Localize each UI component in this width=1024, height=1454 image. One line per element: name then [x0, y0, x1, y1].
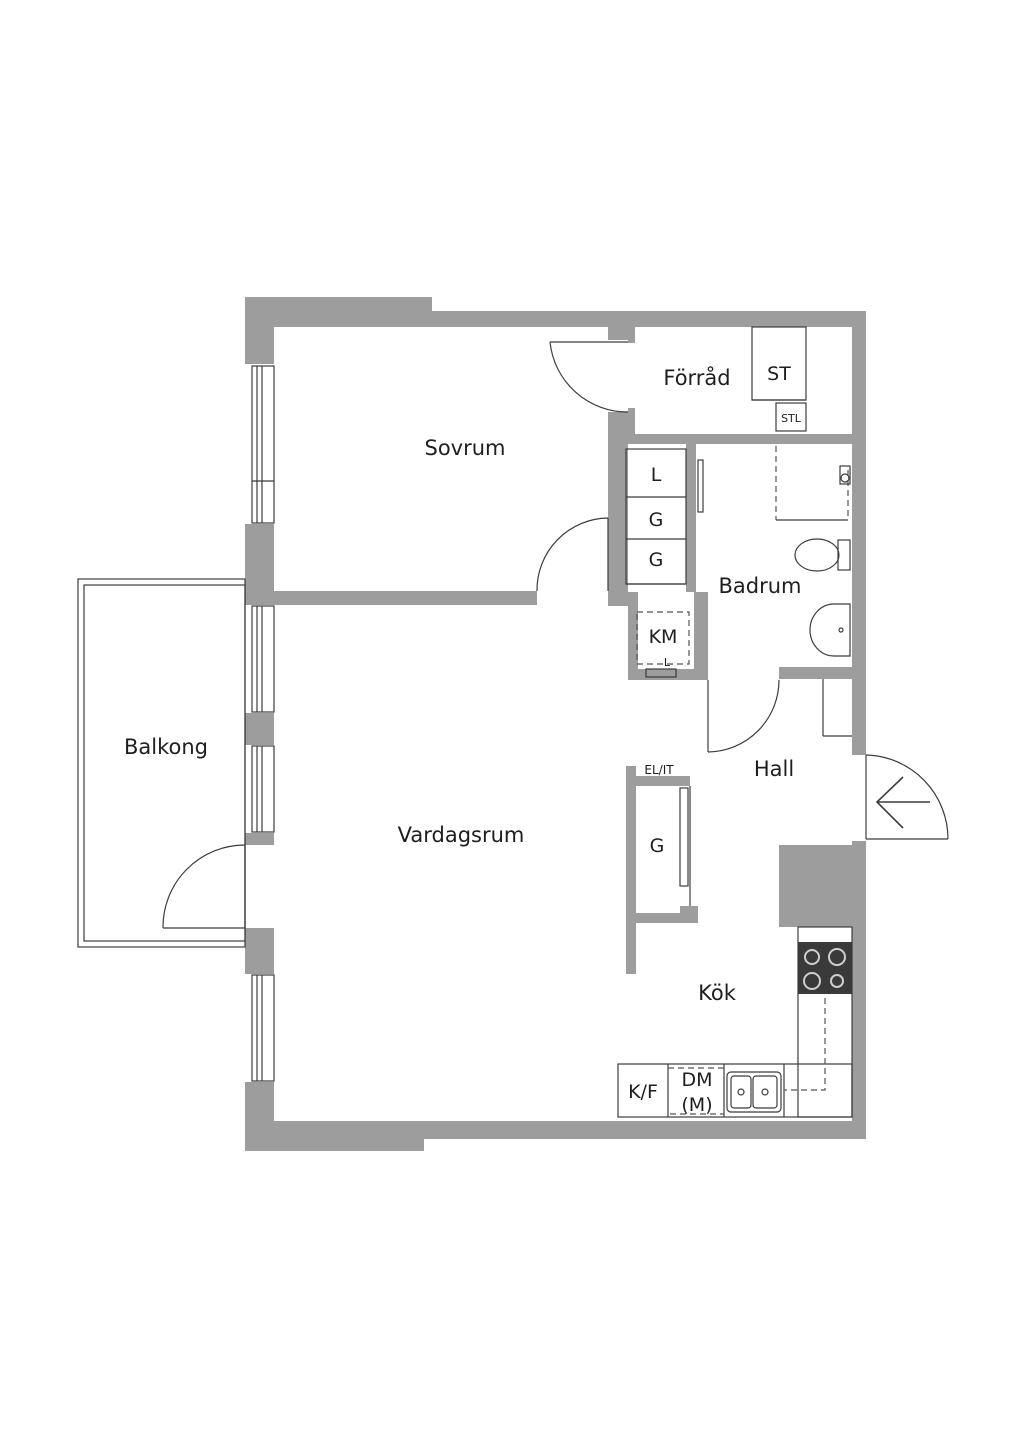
door-balcony	[162, 844, 246, 929]
shower-screen	[697, 459, 704, 513]
toilet-icon	[794, 538, 851, 572]
fridge-outline	[667, 1067, 725, 1115]
storage-fixtures	[751, 326, 807, 432]
kitchen	[617, 926, 853, 1118]
hall-closet	[822, 679, 852, 737]
central-wardrobe	[679, 786, 698, 916]
room-label-vardagsrum: Vardagsrum	[398, 823, 525, 847]
fixture-label-km: KM	[649, 626, 678, 648]
room-label-sovrum: Sovrum	[424, 436, 505, 460]
room-label-kok: Kök	[698, 981, 737, 1005]
room-label-hall: Hall	[754, 757, 794, 781]
window-living-2	[251, 745, 275, 833]
window-opening-living-3	[245, 974, 274, 1082]
room-label-forrad: Förråd	[663, 365, 730, 390]
wall-central-block	[626, 766, 636, 974]
fixture-label-st: ST	[767, 363, 791, 385]
room-label-badrum: Badrum	[718, 574, 801, 598]
door-entrance	[865, 754, 949, 840]
entrance-arrow-icon	[875, 776, 930, 829]
stove-icon	[798, 942, 852, 994]
door-storage	[549, 341, 629, 413]
window-opening-living-2	[245, 745, 274, 833]
shower-area	[775, 446, 851, 521]
fixture-label-stl: STL	[781, 412, 802, 425]
door-bathroom	[707, 679, 780, 753]
window-opening-bedroom	[245, 364, 274, 524]
wall-bedroom-living	[274, 591, 537, 605]
wardrobes	[625, 448, 687, 585]
entrance-opening	[852, 755, 866, 841]
sink-icon	[809, 603, 851, 657]
fixture-label-l: L	[651, 464, 662, 486]
window-bedroom	[251, 365, 275, 524]
fixture-label-m: (M)	[681, 1094, 712, 1116]
wall-storage-south	[628, 434, 852, 444]
outer-wall-shell	[245, 297, 866, 1151]
room-label-balkong: Balkong	[124, 735, 208, 759]
window-living-3	[251, 974, 275, 1082]
fixture-label-el-it: EL/IT	[644, 763, 674, 777]
door-bedroom	[536, 517, 609, 592]
stl-cabinet	[775, 402, 807, 432]
room-labels: Sovrum Förråd Badrum Balkong Vardagsrum …	[124, 365, 802, 1005]
doors	[162, 341, 949, 929]
balcony-door-opening	[245, 845, 274, 928]
wall-wardrobe-bath	[686, 444, 696, 592]
window-living-1	[251, 605, 275, 713]
wall-kitchen-column	[779, 845, 852, 927]
balcony	[77, 578, 246, 948]
fixture-label-g2: G	[649, 549, 664, 571]
kitchen-counter-bottom	[617, 1063, 853, 1118]
bathroom-fixtures	[636, 446, 851, 678]
interior-walls	[274, 327, 852, 974]
fixture-labels: ST STL L G G KM L EL/IT G K/F DM (M)	[628, 363, 802, 1116]
window-opening-living-1	[245, 605, 274, 713]
wall-bath-south	[779, 667, 852, 679]
fixture-label-g1: G	[649, 509, 664, 531]
windows	[251, 365, 275, 1082]
fixture-label-kf: K/F	[628, 1081, 658, 1103]
exterior-walls	[245, 297, 866, 1151]
fixture-label-g3: G	[650, 835, 665, 857]
kitchen-sink-icon	[726, 1071, 782, 1113]
fixture-label-dm: DM	[681, 1069, 712, 1091]
fixture-label-km-l: L	[664, 656, 671, 669]
km-closet	[636, 611, 690, 678]
